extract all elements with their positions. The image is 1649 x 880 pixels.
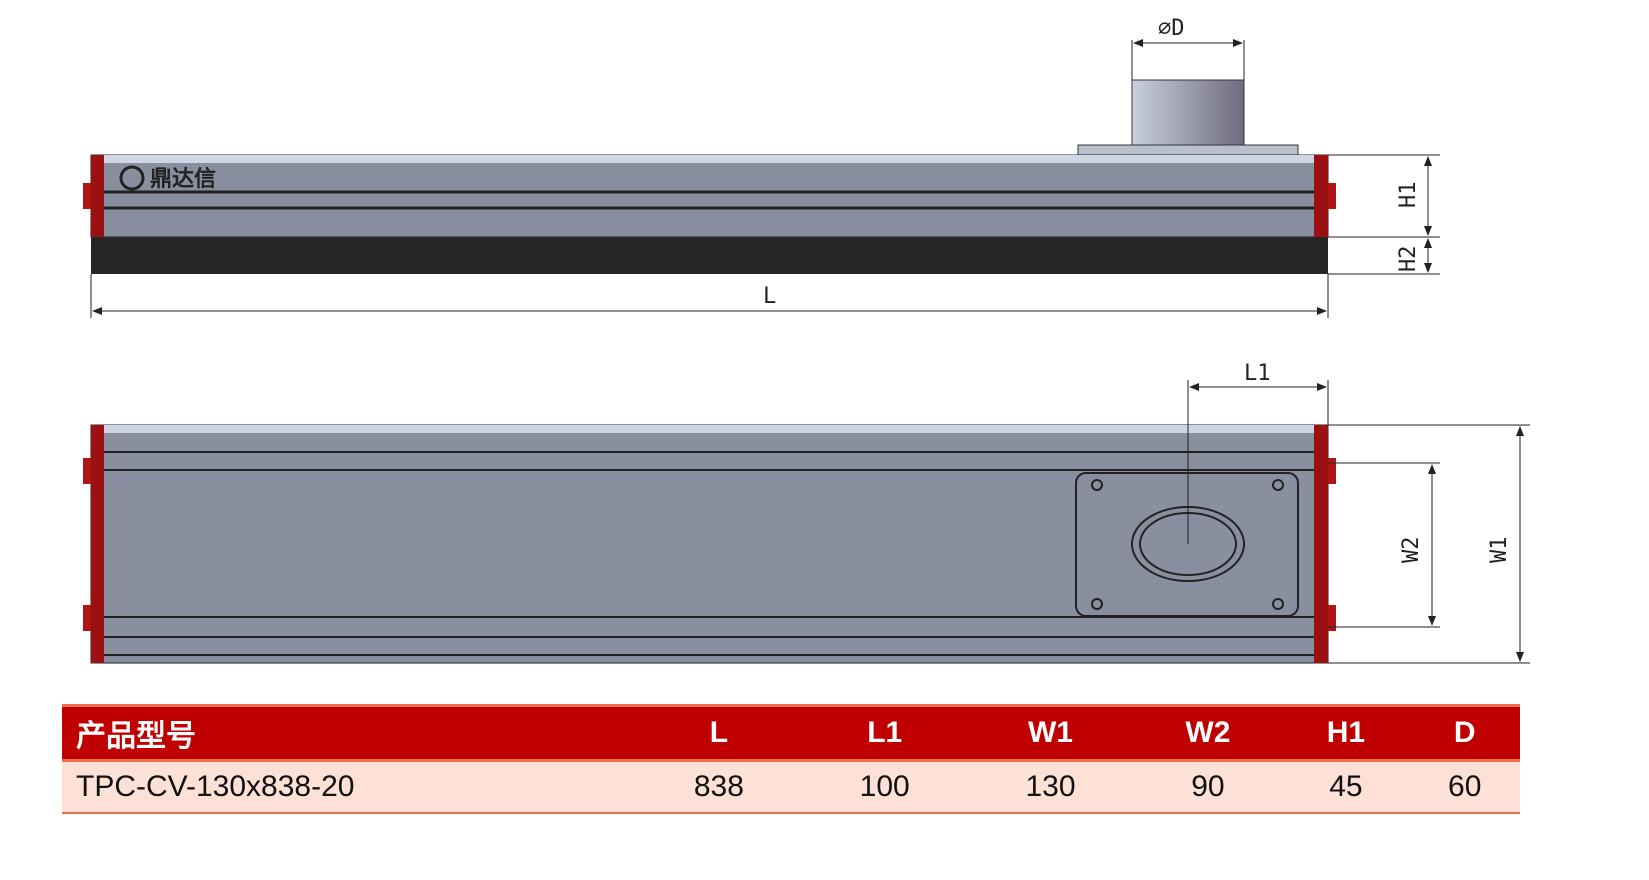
dim-label-h2: H2 <box>1396 246 1421 273</box>
dim-label-l: L <box>763 284 776 309</box>
technical-drawing: 鼎达信 ⌀D L H1 H2 L1 <box>83 16 1530 664</box>
table-row: TPC-CV-130x838-20 838 100 130 90 45 60 <box>62 760 1520 814</box>
header-d: D <box>1409 704 1520 762</box>
dim-label-d: ⌀D <box>1158 16 1185 41</box>
header-l: L <box>636 704 802 762</box>
top-view: L1 W2 W1 <box>83 361 1530 664</box>
svg-text:鼎达信: 鼎达信 <box>150 166 216 192</box>
cell-w1: 130 <box>967 760 1134 814</box>
table-header-row: 产品型号 L L1 W1 W2 H1 D <box>62 704 1520 762</box>
header-w2: W2 <box>1133 704 1283 762</box>
cell-l1: 100 <box>801 760 968 814</box>
dim-label-h1: H1 <box>1396 182 1421 209</box>
spec-table: 产品型号 L L1 W1 W2 H1 D TPC-CV-130x838-20 8… <box>62 704 1520 814</box>
brand-logo: 鼎达信 <box>119 165 216 192</box>
cell-h1: 45 <box>1282 760 1410 814</box>
cell-model: TPC-CV-130x838-20 <box>62 760 636 814</box>
side-view: 鼎达信 ⌀D L H1 H2 <box>83 16 1440 318</box>
header-w1: W1 <box>967 704 1134 762</box>
header-model: 产品型号 <box>62 704 636 762</box>
dim-label-w1: W1 <box>1487 537 1512 564</box>
cell-d: 60 <box>1409 760 1520 814</box>
dim-label-w2: W2 <box>1399 537 1424 564</box>
dim-label-l1: L1 <box>1244 361 1271 386</box>
cell-l: 838 <box>636 760 802 814</box>
header-l1: L1 <box>801 704 968 762</box>
header-h1: H1 <box>1282 704 1410 762</box>
cell-w2: 90 <box>1133 760 1283 814</box>
